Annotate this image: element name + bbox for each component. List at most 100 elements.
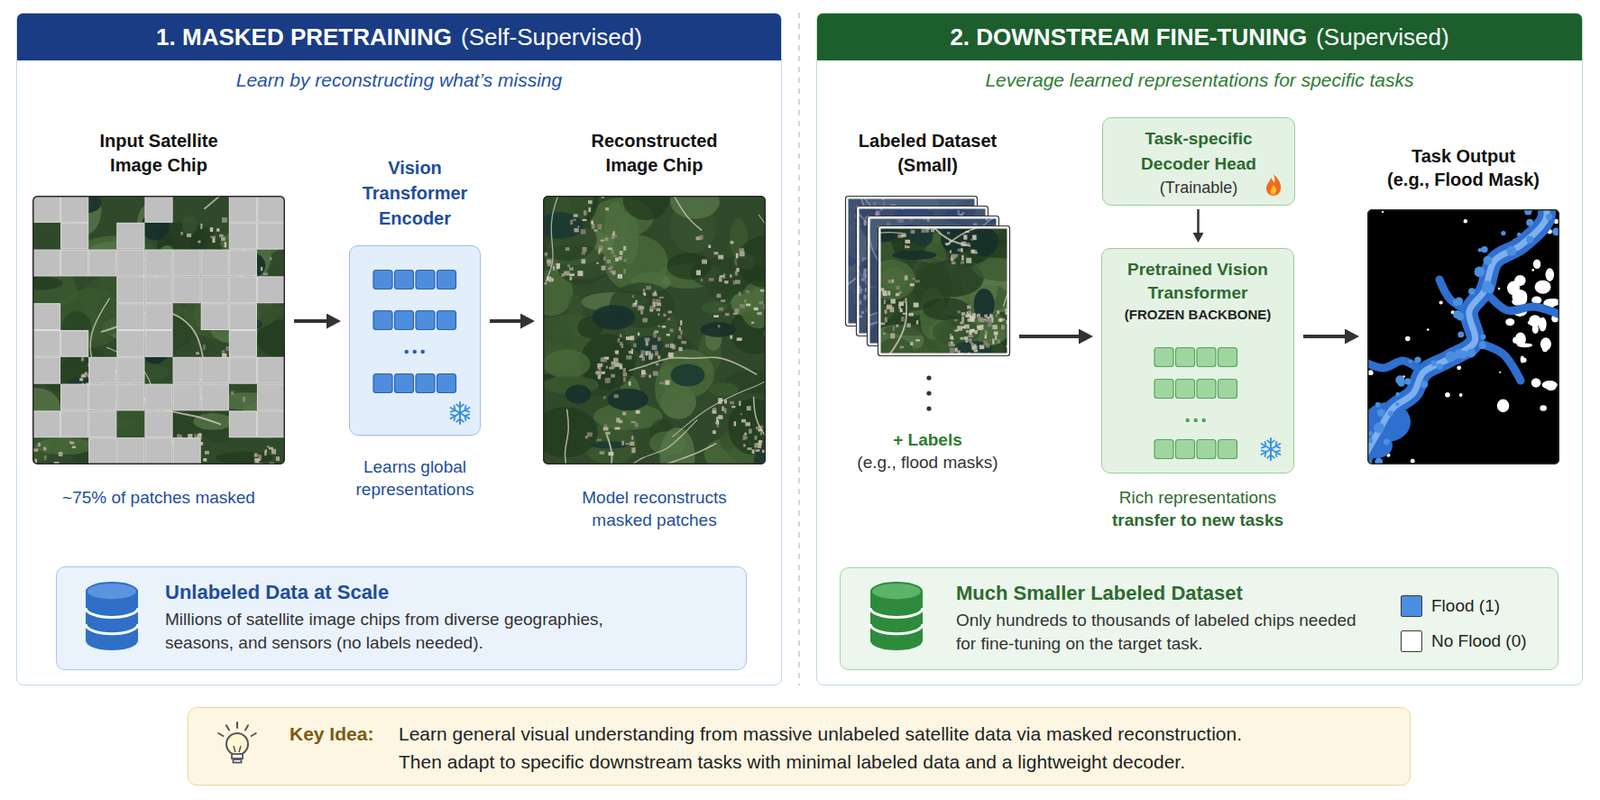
illustration-part [882,290,887,295]
illustration-part [1444,392,1451,398]
illustration-part [634,335,664,355]
illustration-part [609,270,616,274]
illustration-part [877,225,1011,357]
ellipsis-dot [926,390,931,396]
illustration-part [145,249,173,276]
box-shape: Unlabeled Data at ScaleMillions of satel… [55,566,747,671]
illustration-part [588,207,591,212]
illustration-part [652,302,656,307]
illustration-part [930,228,935,232]
illustration-part [565,247,571,251]
illustration-part [583,210,587,215]
illustration-part [967,335,974,338]
key-idea-box: Key Idea:Learn general visual understand… [187,707,1411,786]
illustration-part [1196,379,1216,399]
illustration-part [720,299,726,303]
panel-title: 2. DOWNSTREAM FINE-TUNING [949,13,1307,61]
box-shape: Key Idea:Learn general visual understand… [187,707,1411,786]
heading-group: Reconstructed Image Chip [578,128,732,178]
illustration-part [736,235,766,288]
illustration-part [43,447,46,451]
illustration-part [619,333,622,338]
illustration-part [542,211,583,239]
illustration-part [700,278,703,282]
illustration-part [877,232,906,245]
illustration-part [639,305,645,310]
illustration-part [1500,230,1506,236]
illustration-part [233,745,241,753]
illustration-part [634,422,639,428]
illustration-part [755,426,759,430]
illustration-part [1381,211,1384,213]
illustration-part [1368,369,1374,376]
illustration-part [257,196,285,223]
illustration-part [117,276,145,304]
illustration-part [1404,377,1411,385]
illustration-part [543,252,548,257]
illustration-part [607,388,649,411]
illustration-part [713,314,719,318]
illustration-part [619,341,624,346]
image-shape [542,195,766,465]
illustration-part [597,223,603,230]
heading-group: Task Output(e.g., Flood Mask) [1387,144,1540,192]
illustration-part [548,277,552,282]
illustration-part [271,449,276,455]
illustration-part [957,248,964,252]
illustration-part [1535,280,1552,295]
header-band: 2. DOWNSTREAM FINE-TUNING(Supervised) [817,13,1582,61]
illustration-part [731,405,736,408]
illustration-part [1453,349,1464,359]
illustration-part [1459,393,1463,397]
illustration-part [664,380,670,386]
illustration-part [631,435,634,440]
illustration-part [61,331,89,358]
key-text: Learn general visual understanding from … [398,719,1242,748]
illustration-part [570,220,573,226]
illustration-part [117,384,145,411]
illustration-part [44,455,46,460]
illustration-part [1367,360,1424,373]
illustration-part [605,237,609,241]
illustration-part [596,262,599,265]
illustration-part [545,195,568,282]
illustration-part [201,249,229,276]
illustration-part [729,335,733,340]
illustration-part [652,370,659,376]
illustration-part [623,367,626,373]
illustration-part [33,331,61,358]
illustration-part [117,331,145,358]
illustration-part [604,357,609,359]
illustration-part [565,385,591,405]
illustration-part [622,443,718,465]
illustration-part [887,290,891,295]
illustration-part [718,277,723,283]
illustration-part [1474,266,1486,278]
illustration-part [597,439,602,442]
illustration-part [597,363,603,368]
illustration-part [712,430,717,434]
illustration-part [552,409,570,465]
illustration-part [1414,357,1421,364]
illustration-part [85,607,138,618]
illustration-part [949,347,955,353]
arrow-connector [294,319,327,323]
panel-title-note: (Supervised) [1315,13,1449,61]
illustration [349,246,482,437]
illustration-part [961,316,965,322]
illustration-part [260,266,263,271]
illustration-part [450,413,458,421]
illustration-part [61,222,89,249]
illustration-part [970,226,999,257]
illustration-part [551,277,553,282]
illustration-part [713,251,718,255]
illustration-part [592,304,636,330]
illustration-part [631,349,634,355]
illustration-part [724,280,728,284]
illustration-part [708,277,715,281]
info-box: Much Smaller Labeled DatasetOnly hundred… [839,567,1559,671]
illustration-part [721,405,724,411]
illustration-part [960,337,965,341]
illustration-part [415,270,435,290]
